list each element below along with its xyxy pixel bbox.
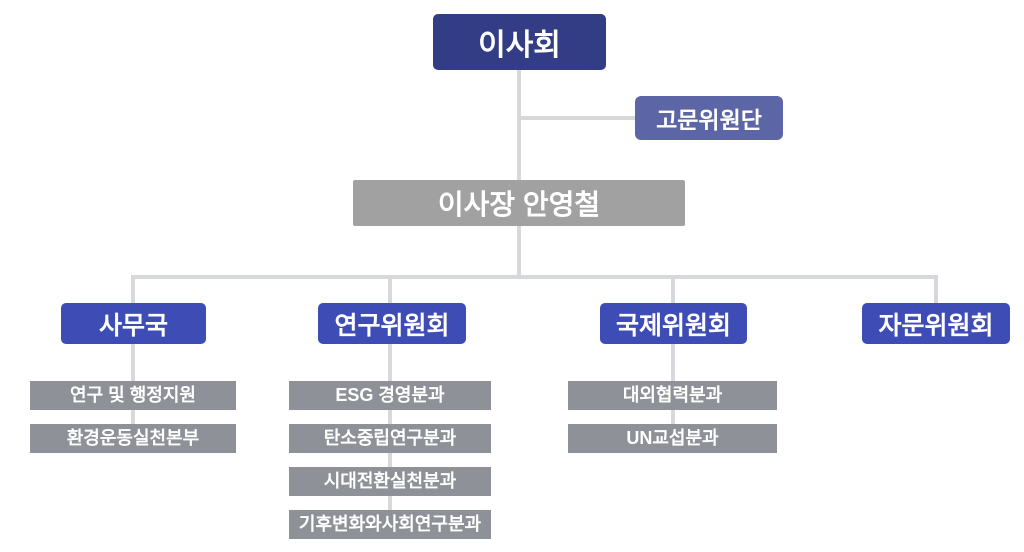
sub-unit-box: 대외협력분과 — [568, 381, 777, 410]
connector-board-to-chairman — [517, 70, 521, 180]
connector-drop-advisorycmte — [934, 275, 938, 304]
chairman-box: 이사장 안영철 — [353, 180, 685, 226]
branch-box-samuguk: 사무국 — [61, 303, 206, 344]
connector-drop-samuguk — [131, 275, 135, 304]
connector-chairman-to-rail — [517, 226, 521, 279]
advisory-panel-box: 고문위원단 — [635, 96, 783, 140]
connector-advisory-spur — [519, 116, 637, 120]
sub-unit-box: 연구 및 행정지원 — [30, 381, 236, 410]
sub-unit-box: 기후변화와사회연구분과 — [289, 510, 491, 539]
sub-unit-box: 탄소중립연구분과 — [289, 424, 491, 453]
connector-drop-international — [671, 275, 675, 304]
connector-main-rail — [131, 275, 938, 279]
sub-unit-column-international: 대외협력분과 UN교섭분과 — [568, 381, 777, 453]
sub-unit-box: ESG 경영분과 — [289, 381, 491, 410]
branch-box-international-committee: 국제위원회 — [600, 303, 747, 344]
board-box: 이사회 — [433, 14, 606, 70]
connector-drop-research — [388, 275, 392, 304]
sub-unit-box: 시대전환실천분과 — [289, 467, 491, 496]
sub-unit-box: UN교섭분과 — [568, 424, 777, 453]
branch-box-research-committee: 연구위원회 — [318, 303, 466, 344]
sub-unit-box: 환경운동실천본부 — [30, 424, 236, 453]
branch-box-advisory-committee: 자문위원회 — [862, 303, 1010, 344]
